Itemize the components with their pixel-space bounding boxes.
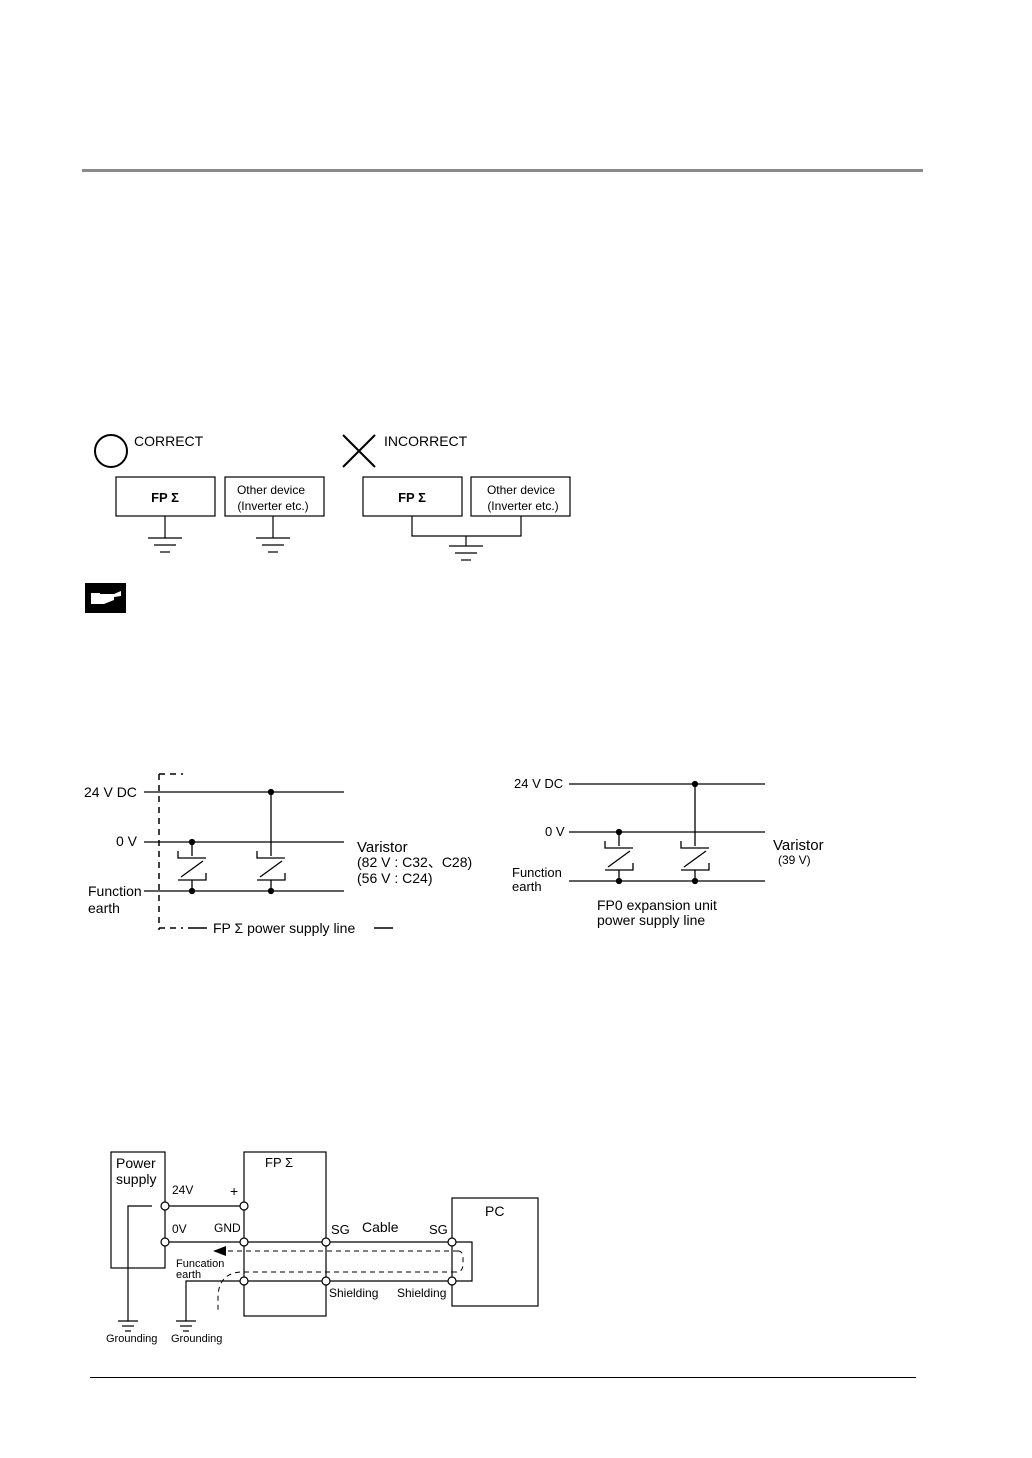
wiring-gnd-label: GND — [214, 1221, 241, 1235]
correct-label: CORRECT — [134, 433, 204, 449]
ground-symbol-icon — [148, 516, 182, 553]
wiring-cable-label: Cable — [362, 1219, 399, 1235]
common-ground-wiring — [411, 516, 522, 561]
pc-box — [451, 1197, 539, 1307]
wiring-grounding-right: Grounding — [171, 1333, 222, 1345]
left-varistor-line2: (56 V : C24) — [357, 870, 432, 886]
other-device-correct-line1: Other device — [237, 483, 305, 497]
varistor-symbol-icon — [177, 838, 207, 895]
wiring-diagram: Power supply FP Σ PC — [106, 1151, 539, 1345]
power-supply-line2: supply — [116, 1171, 156, 1187]
right-varistor-value: (39 V) — [778, 853, 811, 867]
wiring-plus-label: + — [230, 1183, 238, 1199]
grounding-comparison: CORRECT FP Σ Other device (Inverter etc.… — [94, 433, 571, 561]
varistor-left-diagram: 24 V DC 0 V Function earth Varistor — [84, 773, 472, 936]
wiring-fe-line2: earth — [176, 1269, 201, 1281]
right-0v-label: 0 V — [545, 824, 565, 839]
left-0v-label: 0 V — [116, 833, 138, 849]
left-varistor-title: Varistor — [357, 839, 408, 856]
other-device-box-correct — [224, 476, 325, 517]
varistor-right-diagram: 24 V DC 0 V Function earth Varistor (39 … — [512, 776, 824, 928]
wiring-grounding-left: Grounding — [106, 1333, 157, 1345]
varistor-symbol-icon — [680, 780, 710, 885]
right-caption-line2: power supply line — [597, 912, 705, 928]
fp-box-correct-label: FP Σ — [151, 490, 179, 505]
arrow-left-icon — [213, 1246, 226, 1256]
wiring-shielding-left: Shielding — [329, 1286, 378, 1300]
left-24vdc-label: 24 V DC — [84, 784, 137, 800]
fp-unit-label: FP Σ — [265, 1155, 293, 1170]
incorrect-x-icon — [342, 434, 376, 468]
ground-symbol-icon — [118, 1320, 138, 1332]
varistor-symbol-icon — [256, 788, 286, 895]
other-device-incorrect-line2: (Inverter etc.) — [487, 499, 558, 513]
correct-circle-icon — [94, 434, 128, 468]
wiring-fe-line1: Funcation — [176, 1258, 224, 1270]
right-fe-line2: earth — [512, 879, 542, 894]
wiring-24v-label: 24V — [172, 1183, 193, 1197]
wiring-shielding-right: Shielding — [397, 1286, 446, 1300]
left-supply-line-label: FP Σ power supply line — [213, 920, 355, 936]
pc-label: PC — [485, 1203, 504, 1219]
right-24vdc-label: 24 V DC — [514, 776, 563, 791]
right-caption-line1: FP0 expansion unit — [597, 897, 717, 913]
left-fe-line1: Function — [88, 883, 142, 899]
header-rule — [82, 169, 923, 172]
fp-box-incorrect-label: FP Σ — [398, 490, 426, 505]
ground-symbol-icon — [176, 1320, 196, 1332]
incorrect-label: INCORRECT — [384, 433, 468, 449]
wiring-sg-left-label: SG — [331, 1222, 350, 1237]
footer-rule — [90, 1377, 916, 1378]
ground-symbol-icon — [256, 516, 290, 553]
right-fe-line1: Function — [512, 865, 562, 880]
note-hand-icon — [85, 583, 126, 613]
wiring-0v-label: 0V — [172, 1222, 187, 1236]
left-fe-line2: earth — [88, 900, 120, 916]
varistor-symbol-icon — [604, 828, 634, 885]
wiring-sg-right-label: SG — [429, 1222, 448, 1237]
left-varistor-line1: (82 V : C32、C28) — [357, 854, 472, 870]
fp-unit-box — [243, 1151, 327, 1317]
right-varistor-title: Varistor — [773, 837, 824, 854]
other-device-correct-line2: (Inverter etc.) — [237, 499, 308, 513]
other-device-incorrect-line1: Other device — [487, 483, 555, 497]
power-supply-line1: Power — [116, 1155, 156, 1171]
